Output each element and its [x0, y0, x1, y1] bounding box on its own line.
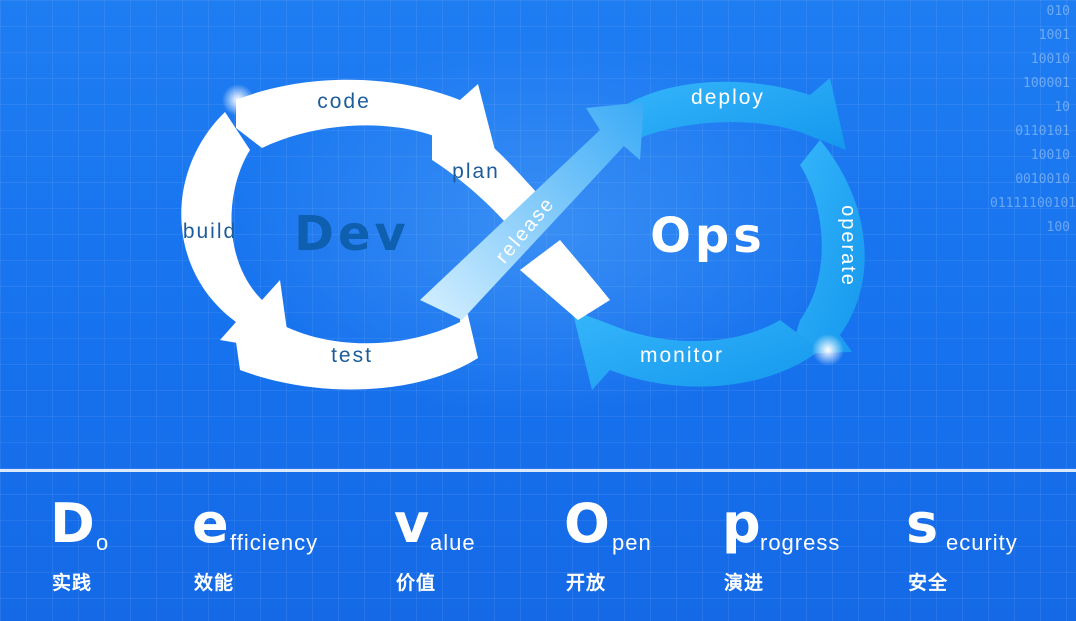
acronym-chinese: 价值 [396, 572, 437, 594]
divider-line [0, 469, 1076, 472]
ops-loop [572, 78, 865, 390]
flare-top-left [222, 84, 254, 116]
stage-label-monitor: monitor [640, 344, 724, 367]
binary-code-decoration: 010 1001 10010 100001 10 0110101 10010 0… [990, 0, 1076, 240]
acronym-word-rest: ecurity [946, 530, 1018, 555]
stage-label-deploy: deploy [691, 86, 765, 109]
acronym-chinese: 开放 [566, 572, 607, 594]
binary-line: 0110101 [1015, 124, 1070, 139]
stage-label-plan: plan [452, 160, 500, 183]
stage-label-build: build [183, 220, 237, 243]
acronym-word-rest: pen [612, 530, 652, 555]
binary-line: 10010 [1030, 148, 1070, 163]
acronym-word-rest: fficiency [230, 530, 319, 555]
dev-segment-plan [432, 118, 540, 222]
acronym-letter: e [192, 492, 229, 555]
binary-line: 010 [1046, 4, 1070, 19]
flare-bottom-right [812, 334, 844, 366]
devops-acronym-row: D o 实践 e fficiency 效能 v alue 价值 O pen 开放… [0, 480, 1076, 621]
binary-line: 100001 [1023, 76, 1070, 91]
stage-label-code: code [317, 90, 371, 113]
binary-line: 10010 [1030, 52, 1070, 67]
dev-loop [181, 79, 540, 390]
dev-segment-code [236, 79, 498, 162]
binary-line: 1001 [1038, 28, 1070, 43]
dev-segment-test [236, 290, 478, 390]
acronym-chinese: 安全 [908, 572, 949, 594]
dev-word: Dev [294, 206, 410, 262]
acronym-letter: D [50, 492, 95, 555]
release-crossing-lower [520, 240, 610, 320]
ops-segment-monitor [572, 310, 820, 390]
dev-segment-build [181, 112, 290, 352]
acronym-word-rest: alue [430, 530, 476, 555]
acronym-word-rest: rogress [760, 530, 841, 555]
release-band [420, 102, 644, 320]
acronym-letter: v [394, 492, 430, 555]
acronym-word-rest: o [96, 530, 110, 555]
acronym-chinese: 实践 [52, 572, 93, 594]
ops-word: Ops [650, 208, 766, 264]
ops-segment-deploy [618, 78, 846, 150]
binary-line: 0010010 [1015, 172, 1070, 187]
acronym-letter: O [564, 492, 610, 555]
acronym-chinese: 演进 [724, 572, 765, 594]
acronym-letter: p [722, 492, 761, 555]
ops-segment-operate [790, 140, 865, 354]
acronym-letter: s [906, 492, 939, 555]
devops-infinity-diagram: Dev Ops code plan build test release dep… [181, 78, 865, 390]
stage-label-test: test [331, 344, 373, 367]
release-arrow [420, 102, 644, 320]
binary-line: 100 [1046, 220, 1070, 235]
stage-label-operate: operate [837, 205, 859, 287]
binary-line: 10 [1054, 100, 1070, 115]
acronym-chinese: 效能 [194, 572, 235, 594]
binary-line: 01111100101 [990, 196, 1076, 211]
